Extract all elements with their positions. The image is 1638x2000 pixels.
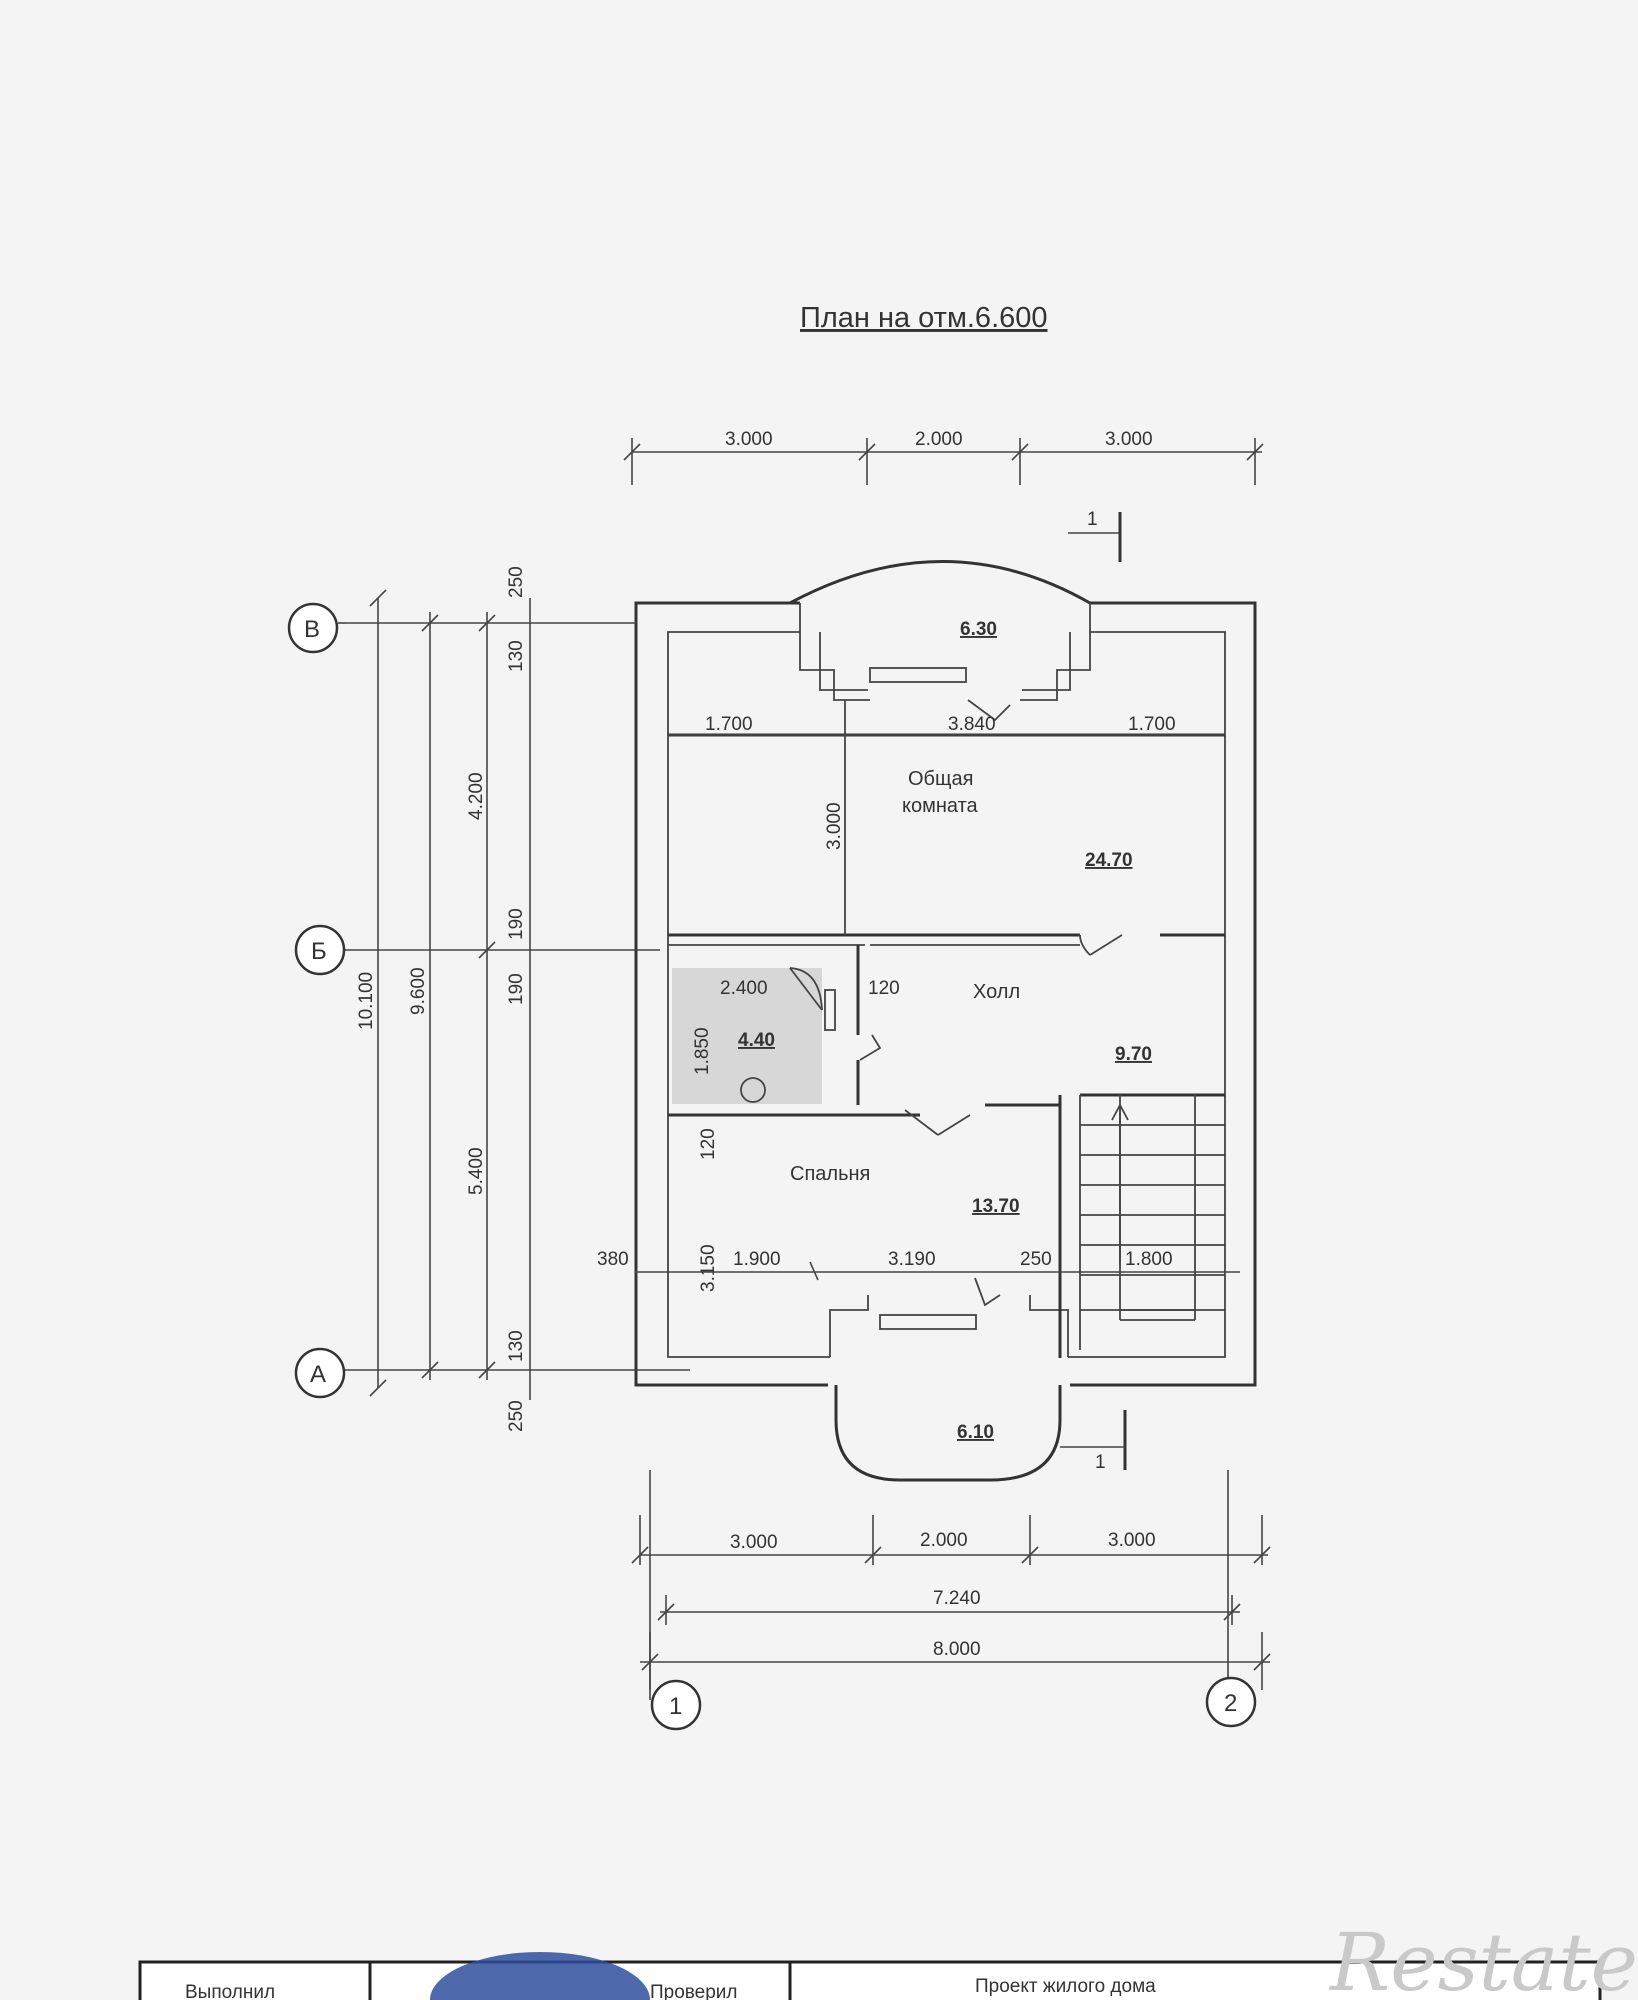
- stamp-seal: [430, 1952, 650, 2000]
- axis-v-label: В: [304, 616, 320, 643]
- room-common-line2: комната: [902, 795, 979, 817]
- dim-inner-bottom-5: 1.800: [1125, 1249, 1173, 1270]
- dim-bedroom-height: 3.150: [698, 1244, 719, 1292]
- dim-bedroom-wall: 120: [698, 1128, 719, 1160]
- room-labels: 6.30 Общая комната 24.70 Холл 9.70 4.40 …: [738, 619, 1152, 1443]
- area-bay-top: 6.30: [960, 619, 997, 640]
- bathroom-fill: [672, 968, 822, 1104]
- axis-a-label: А: [310, 1361, 326, 1388]
- top-dimension-chain: 3.000 2.000 3.000: [623, 429, 1264, 485]
- dim-bath-height: 1.850: [692, 1027, 713, 1075]
- axis-2: 2: [1205, 1676, 1257, 1728]
- area-common: 24.70: [1085, 850, 1133, 871]
- doors: [859, 699, 1123, 1307]
- dim-inner-bottom-4: 250: [1020, 1249, 1052, 1270]
- dim-inner-bottom-3: 3.190: [888, 1249, 936, 1270]
- dim-top-3: 3.000: [1105, 429, 1153, 450]
- dim-left-small-1: 250: [506, 566, 527, 598]
- left-dimension-chains: 10.100 9.600 4.200 5.400 250 130 190 190…: [345, 566, 690, 1432]
- axis-1: 1: [650, 1679, 702, 1731]
- dim-inner-bottom-1: 380: [597, 1249, 629, 1270]
- dim-left-axes: 9.600: [408, 967, 429, 1015]
- room-hall: Холл: [973, 981, 1020, 1003]
- dim-inner-top-2: 3.840: [948, 714, 996, 735]
- dim-bottom-3: 3.000: [1108, 1530, 1156, 1551]
- section-mark-bottom-label: 1: [1095, 1452, 1106, 1473]
- title-block-project: Проект жилого дома: [975, 1976, 1156, 1997]
- dim-overall-inner: 7.240: [933, 1588, 981, 1609]
- bottom-dimension-chains: 3.000 2.000 3.000 7.240 8.000: [631, 1470, 1271, 1700]
- dim-left-small-5: 130: [506, 1330, 527, 1362]
- room-common-line1: Общая: [908, 768, 973, 790]
- area-hall: 9.70: [1115, 1044, 1152, 1065]
- watermark-logo: Restate: [1328, 1916, 1638, 2000]
- axis-v: В: [287, 602, 345, 654]
- dim-left-upper: 4.200: [466, 772, 487, 820]
- title-block-cell2: Проверил: [650, 1982, 738, 2000]
- room-bedroom: Спальня: [790, 1163, 870, 1185]
- axis-a: А: [294, 1347, 346, 1399]
- area-bedroom: 13.70: [972, 1196, 1020, 1217]
- dim-left-lower: 5.400: [466, 1147, 487, 1195]
- dim-left-small-2: 130: [506, 640, 527, 672]
- dim-inner-room-height: 3.000: [824, 802, 845, 850]
- title-block-cell1: Выполнил: [185, 1982, 275, 2000]
- section-mark-bottom: 1: [1060, 1410, 1127, 1473]
- dim-inner-top-3: 1.700: [1128, 714, 1176, 735]
- area-bay-bottom: 6.10: [957, 1422, 994, 1443]
- axis-b-label: Б: [311, 938, 327, 965]
- dim-left-small-6: 250: [506, 1400, 527, 1432]
- axis-2-label: 2: [1224, 1690, 1237, 1717]
- dim-top-1: 3.000: [725, 429, 773, 450]
- section-mark-top: 1: [1068, 509, 1122, 562]
- dim-left-total: 10.100: [356, 972, 377, 1030]
- plan-title: План на отм.6.600: [800, 302, 1048, 334]
- dim-left-small-3: 190: [506, 908, 527, 940]
- inner-dimensions: 1.700 3.840 1.700 3.000 2.400 1.850 120 …: [597, 714, 1240, 1292]
- title-block: Выполнил Проверил Проект жилого дома: [138, 1952, 1602, 2000]
- dim-top-2: 2.000: [915, 429, 963, 450]
- dim-bath-width: 2.400: [720, 978, 768, 999]
- dim-inner-top-1: 1.700: [705, 714, 753, 735]
- staircase: [1080, 1095, 1225, 1321]
- dim-inner-bottom-2: 1.900: [733, 1249, 781, 1270]
- building-outline: [634, 560, 1257, 1482]
- dim-left-small-4: 190: [506, 973, 527, 1005]
- axis-b: Б: [294, 924, 346, 976]
- axis-1-label: 1: [669, 1693, 682, 1720]
- section-mark-top-label: 1: [1087, 509, 1098, 530]
- area-bath: 4.40: [738, 1030, 775, 1051]
- dim-overall-outer: 8.000: [933, 1639, 981, 1660]
- dim-bottom-2: 2.000: [920, 1530, 968, 1551]
- dim-bottom-1: 3.000: [730, 1532, 778, 1553]
- dim-bath-wall: 120: [868, 978, 900, 999]
